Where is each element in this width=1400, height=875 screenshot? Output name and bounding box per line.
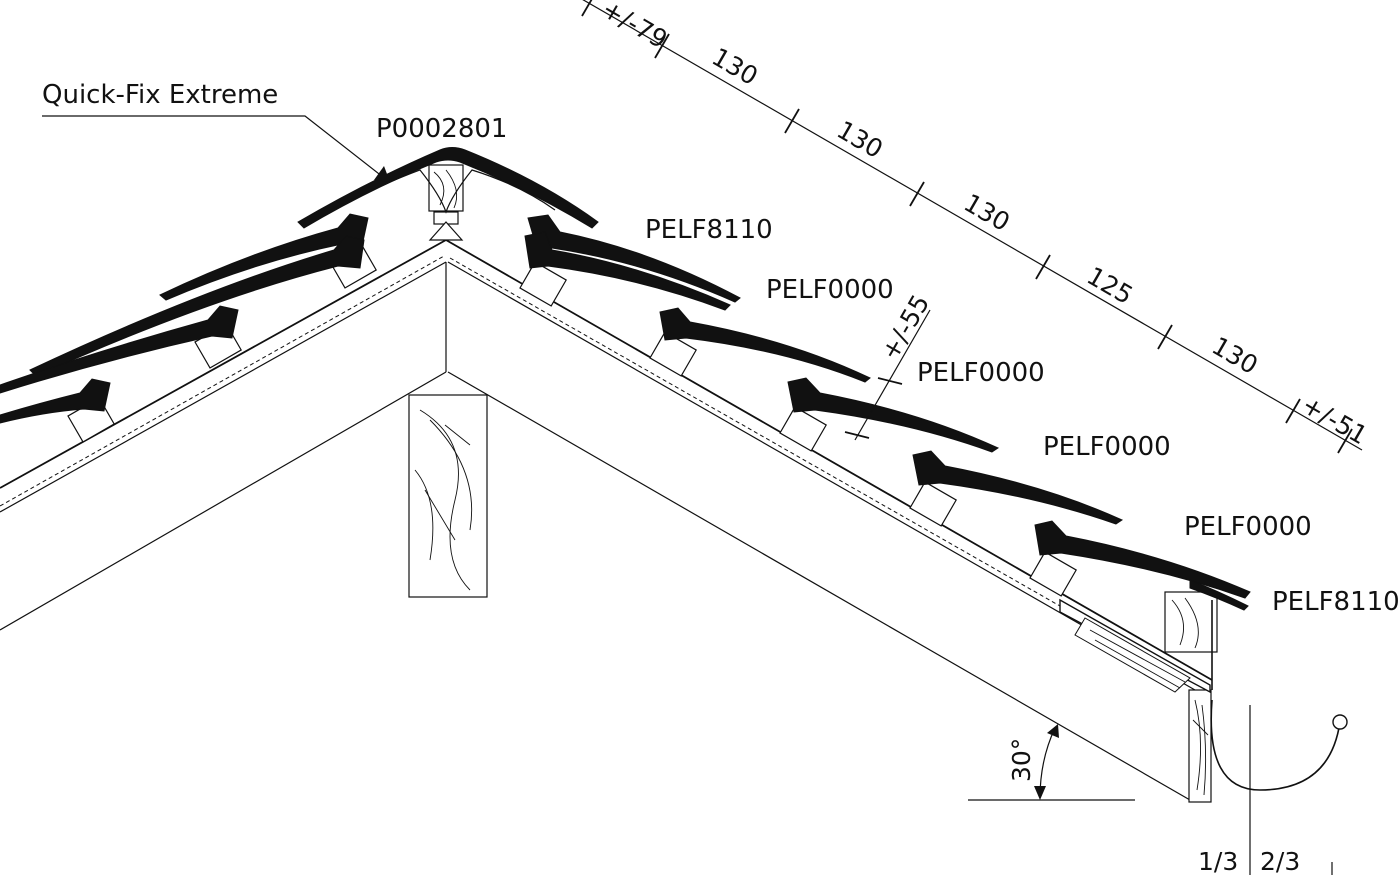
rafter-structure (0, 239, 1213, 801)
label-quick-fix: Quick-Fix Extreme (42, 80, 278, 110)
dim-gauge-5: 130 (1207, 331, 1263, 380)
gutter-left-fraction: 1/3 (1198, 847, 1238, 875)
dim-gauge-2: 130 (832, 115, 888, 164)
dim-top-offset: +/-79 (597, 0, 672, 54)
dim-gauge-1: 130 (707, 42, 763, 91)
pitch-angle: 30° (968, 724, 1135, 801)
product-labels: Quick-Fix Extreme P0002801 PELF8110 PELF… (42, 80, 1400, 617)
tiles-left (0, 213, 369, 424)
label-ridge: P0002801 (376, 114, 507, 144)
gutter-right-fraction: 2/3 (1260, 847, 1300, 875)
dim-gauge-3: 130 (959, 188, 1015, 237)
dim-gauge-4: 125 (1082, 261, 1138, 310)
gutter (1210, 699, 1348, 875)
dim-bottom-offset: +/-51 (1297, 390, 1372, 450)
ridge-batten-bracket (428, 164, 464, 241)
label-tile-row-1: PELF0000 (766, 275, 894, 305)
label-tile-row-2: PELF0000 (917, 358, 1045, 388)
battens-right (519, 261, 1077, 597)
label-top-tile: PELF8110 (645, 215, 773, 245)
ridge-cap (297, 147, 599, 229)
fascia-board (1188, 689, 1212, 803)
gutter-split-labels: 1/3 2/3 (1198, 847, 1333, 875)
label-tile-row-4: PELF0000 (1184, 512, 1312, 542)
ridge-beam (408, 394, 488, 598)
tiles-right (524, 214, 1251, 611)
label-tile-row-3: PELF0000 (1043, 432, 1171, 462)
label-eaves-tile: PELF8110 (1272, 587, 1400, 617)
quick-fix-leader (42, 115, 390, 182)
eaves-fillet (1059, 591, 1218, 694)
gauge-dimension-line (581, 0, 1363, 454)
angle-label: 30° (1007, 738, 1036, 782)
